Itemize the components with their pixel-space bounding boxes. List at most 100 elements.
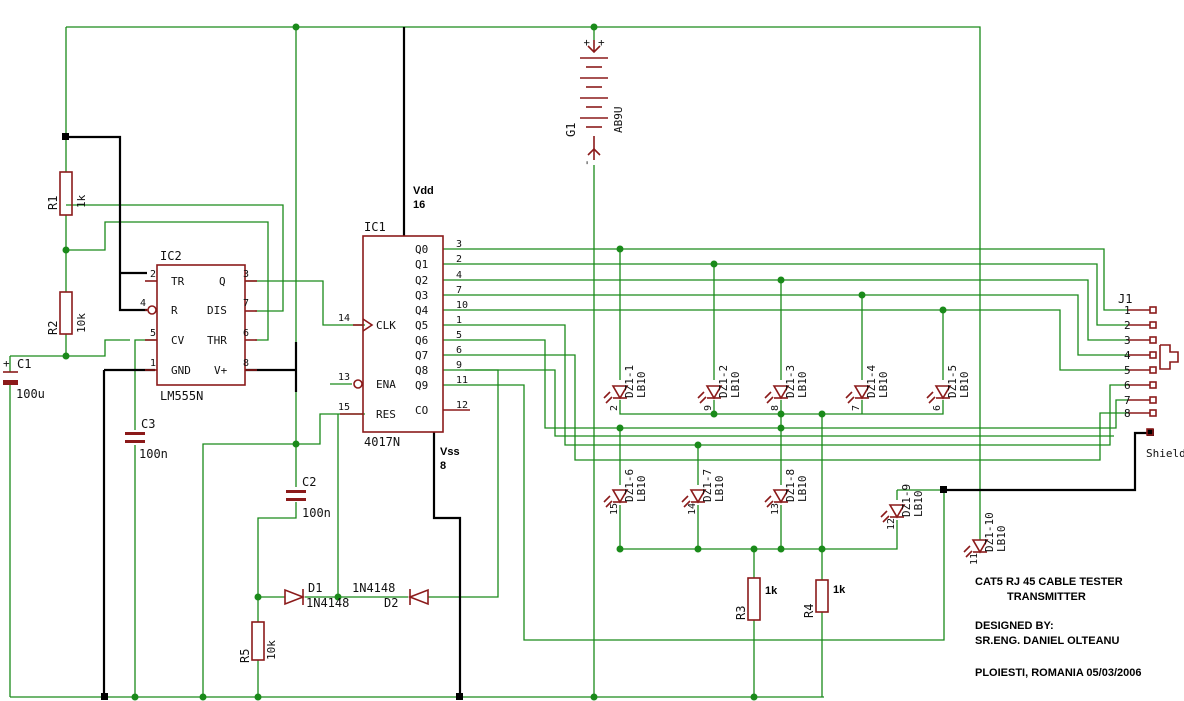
vdd-label: Vdd [413, 185, 434, 197]
led-pin: 6 [932, 405, 943, 411]
j1-ref: J1 [1118, 292, 1132, 306]
led-value: LB10 [995, 526, 1008, 553]
ic1-pn-7: 7 [456, 285, 462, 296]
title-line1: CAT5 RJ 45 CABLE TESTER [975, 576, 1123, 588]
resistor-r5: R5 10k [238, 621, 278, 663]
ic1-pin-co: CO [415, 404, 428, 417]
ic1-pin-ena: ENA [376, 378, 396, 391]
ic1-pin-q2: Q2 [415, 274, 428, 287]
j1-pin-7: 7 [1124, 394, 1131, 407]
shield-label: Shield [1146, 447, 1184, 460]
ic1-pn-4: 4 [456, 270, 462, 281]
c1-value: 100u [16, 387, 45, 401]
ic2-pin-q: Q [219, 275, 226, 288]
title-line3: DESIGNED BY: [975, 620, 1054, 632]
capacitor-c2: C2 100n [286, 475, 331, 520]
ic1-pin-res: RES [376, 408, 396, 421]
ic2-ref: IC2 [160, 249, 182, 263]
r1-value: 1k [75, 194, 88, 208]
led-value: LB10 [796, 476, 809, 503]
title-line2: TRANSMITTER [1007, 591, 1086, 603]
led-value: LB10 [729, 372, 742, 399]
led-ref: DZ1-9 [900, 484, 913, 517]
ic1-pin-q9: Q9 [415, 379, 428, 392]
led-pin: 13 [770, 503, 781, 515]
connector-j1: J1 1 2 3 4 5 6 78 Shield [1118, 292, 1184, 460]
led-ref: DZ1-8 [784, 469, 797, 502]
ic2-pin-gnd: GND [171, 364, 191, 377]
diode-d2: 1N4148 D2 [352, 581, 429, 610]
r4-value: 1k [833, 584, 846, 596]
ic1-pn-5: 5 [456, 330, 462, 341]
led-pin: 12 [886, 518, 897, 530]
ic1-pn-3: 3 [456, 239, 462, 250]
ic1-pin-q7: Q7 [415, 349, 428, 362]
ic1-pn-1: 1 [456, 315, 462, 326]
ic1-pin-q0: Q0 [415, 243, 428, 256]
c3-ref: C3 [141, 417, 155, 431]
ic2-pn-2: 2 [150, 269, 156, 280]
j1-pin-2: 2 [1124, 319, 1131, 332]
led-pin: 15 [609, 503, 620, 515]
resistor-r1: R1 1k [46, 171, 88, 216]
ic1-pin-q1: Q1 [415, 258, 428, 271]
c1-ref: C1 [17, 357, 31, 371]
ic2-pn-8: 8 [243, 358, 249, 369]
j1-pin-6: 6 [1124, 379, 1131, 392]
resistor-r4: R4 1k [802, 579, 846, 618]
j1-pin-1: 1 [1124, 304, 1131, 317]
d2-ref: D2 [384, 596, 398, 610]
r2-value: 10k [75, 313, 88, 333]
led-value: LB10 [635, 372, 648, 399]
supply-buses [66, 27, 1150, 697]
ic1-pn-2: 2 [456, 254, 462, 265]
battery-plus: + [598, 36, 605, 49]
d2-value: 1N4148 [352, 581, 395, 595]
ic2-pn-5: 5 [150, 328, 156, 339]
capacitor-c1: + C1 100u [3, 357, 45, 401]
battery-value: AB9U [612, 107, 625, 134]
ic2-pn-3: 3 [243, 269, 249, 280]
ic1-pn-9: 9 [456, 360, 462, 371]
led-pin: 8 [770, 405, 781, 411]
ic1-pn-15: 15 [338, 402, 350, 413]
ic1-pn-12: 12 [456, 400, 468, 411]
led-pin: 2 [609, 405, 620, 411]
ic1-part: 4017N [364, 435, 400, 449]
led-ref: DZ1-7 [701, 469, 714, 502]
ic1-pin-q3: Q3 [415, 289, 428, 302]
j1-pin-3: 3 [1124, 334, 1131, 347]
led-value: LB10 [912, 491, 925, 518]
led-pin: 7 [851, 405, 862, 411]
r5-ref: R5 [238, 649, 252, 663]
c2-ref: C2 [302, 475, 316, 489]
led-ref: DZ1-10 [983, 512, 996, 552]
ic1-pn-11: 11 [456, 375, 468, 386]
led-ref: DZ1-6 [623, 469, 636, 502]
ic1-pin-q8: Q8 [415, 364, 428, 377]
j1-pin-5: 5 [1124, 364, 1131, 377]
ic2-timer: IC2 LM555N TR R CV GND Q DIS THR V+ 2 4 … [140, 249, 257, 403]
r4-ref: R4 [802, 604, 816, 618]
j1-pin-8: 8 [1124, 407, 1131, 420]
led-ref: DZ1-4 [865, 365, 878, 398]
led-value: LB10 [635, 476, 648, 503]
junctions [62, 23, 1154, 701]
ic1-pin-q5: Q5 [415, 319, 428, 332]
ic2-pn-1: 1 [150, 358, 156, 369]
diode-d1: D1 1N4148 [284, 581, 349, 610]
led-pin: 9 [703, 405, 714, 411]
ic2-part: LM555N [160, 389, 203, 403]
j1-pin-4: 4 [1124, 349, 1131, 362]
led-ref: DZ1-3 [784, 365, 797, 398]
battery-ref: G1 [564, 123, 578, 137]
r1-ref: R1 [46, 196, 60, 210]
